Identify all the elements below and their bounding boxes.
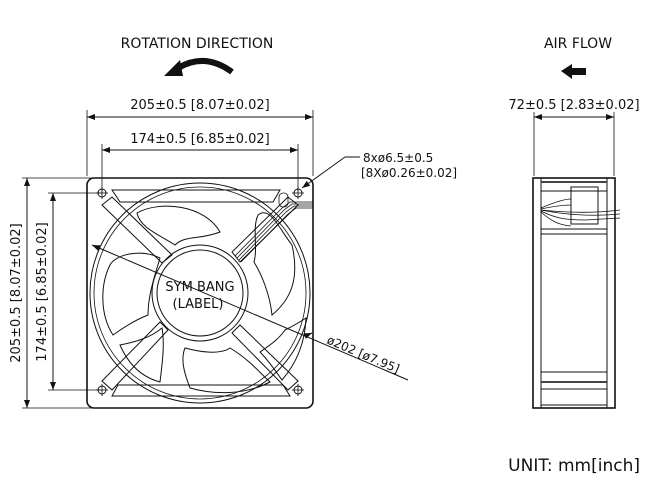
mounting-holes bbox=[96, 187, 304, 396]
mounting-hole bbox=[292, 187, 304, 199]
fan-outer-ring bbox=[89, 182, 311, 404]
width-holes-dimension: 174±0.5 [6.85±0.02] bbox=[130, 132, 269, 147]
fan-blades bbox=[102, 205, 307, 394]
air-flow-title: AIR FLOW bbox=[544, 36, 612, 52]
holes-callout-inch: [8Xø0.26±0.02] bbox=[361, 166, 457, 180]
mounting-hole bbox=[96, 384, 108, 396]
side-frame bbox=[532, 177, 616, 409]
holes-callout-size: 8xø6.5±0.5 bbox=[363, 151, 433, 165]
rotation-direction-title: ROTATION DIRECTION bbox=[121, 36, 274, 52]
wire-grommet bbox=[278, 192, 289, 208]
unit-note: UNIT: mm[inch] bbox=[508, 456, 640, 476]
fan-front-view: SYM BANG (LABEL) bbox=[86, 177, 409, 409]
curved-arrow-left-icon bbox=[164, 58, 234, 76]
hub-label-note: (LABEL) bbox=[173, 297, 224, 312]
width-outer-dimension: 205±0.5 [8.07±0.02] bbox=[130, 98, 269, 113]
fan-frame bbox=[86, 177, 314, 409]
fan-inner-ring bbox=[93, 186, 307, 400]
diameter-callout: ø202 [ø7.95] bbox=[325, 333, 402, 376]
mounting-hole bbox=[96, 187, 108, 199]
height-holes-dimension: 174±0.5 [6.85±0.02] bbox=[35, 222, 50, 361]
mounting-hole bbox=[292, 384, 304, 396]
diameter-arrow bbox=[303, 332, 313, 339]
side-lead-wires bbox=[540, 198, 621, 227]
fan-side-view bbox=[532, 177, 621, 409]
fan-hub-outer bbox=[151, 244, 249, 342]
hub-label-brand: SYM BANG bbox=[165, 280, 234, 295]
side-label-box bbox=[570, 186, 599, 225]
arrow-left-icon bbox=[561, 64, 586, 79]
fan-hub bbox=[156, 249, 244, 337]
frame-top-web bbox=[111, 189, 281, 203]
lead-wires bbox=[234, 201, 313, 263]
height-outer-dimension: 205±0.5 [8.07±0.02] bbox=[9, 223, 24, 362]
depth-dimension: 72±0.5 [2.83±0.02] bbox=[508, 98, 639, 113]
holes-leader-line bbox=[301, 156, 346, 189]
diameter-leader-line bbox=[91, 244, 409, 381]
